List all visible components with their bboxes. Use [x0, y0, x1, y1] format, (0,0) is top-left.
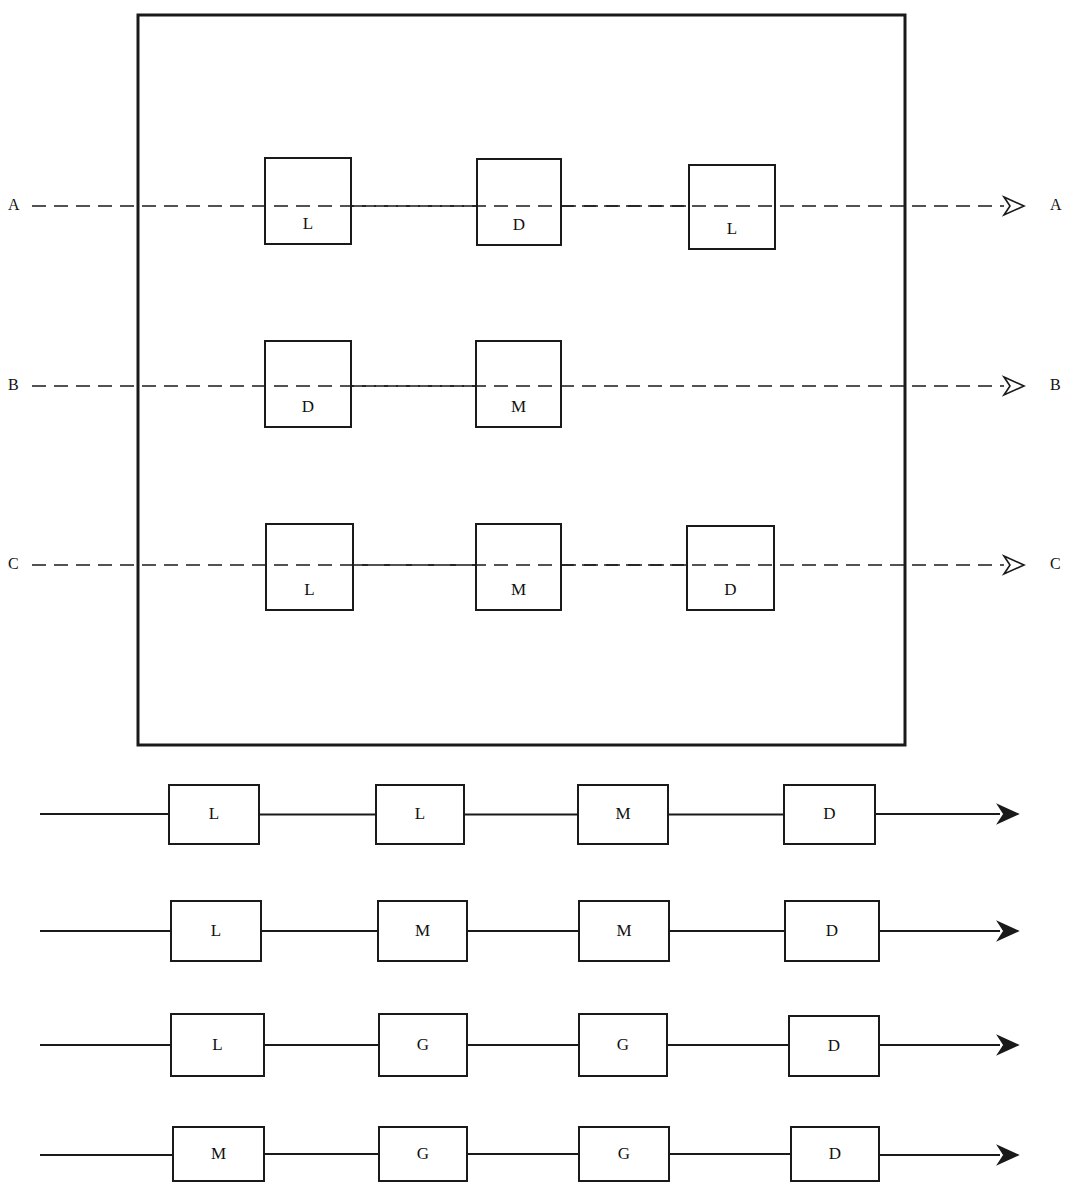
box-letter: M: [211, 1145, 226, 1164]
box-letter: D: [829, 1145, 841, 1164]
box-letter: D: [302, 398, 314, 417]
box-letter: G: [417, 1145, 429, 1164]
dashed-flow-line: [352, 206, 476, 207]
box-letter: L: [209, 805, 219, 824]
department-box: M: [475, 523, 562, 611]
box-letter: D: [826, 922, 838, 941]
box-letter: D: [724, 581, 736, 600]
flow-line: [468, 931, 578, 932]
box-letter: L: [211, 922, 221, 941]
box-letter: M: [415, 922, 430, 941]
department-box: D: [264, 340, 352, 428]
box-letter: D: [823, 805, 835, 824]
flow-line: [670, 931, 784, 932]
flow-line: [265, 1154, 378, 1155]
flow-line: [260, 814, 375, 815]
box-letter: G: [417, 1036, 429, 1055]
line-segment: [40, 814, 1000, 1155]
process-box: D: [784, 900, 880, 962]
route-label: C: [1050, 555, 1061, 573]
flow-line: [265, 1045, 378, 1046]
process-box: G: [578, 1013, 668, 1077]
flow-line: [468, 1154, 578, 1155]
dashed-flow-line: [562, 565, 686, 566]
flow-arrowhead: [1004, 197, 1024, 574]
department-box: D: [686, 525, 775, 611]
process-box: M: [577, 784, 669, 845]
box-letter: L: [415, 805, 425, 824]
plant-boundary: [138, 15, 905, 745]
process-box: D: [790, 1126, 880, 1182]
box-letter: G: [618, 1145, 630, 1164]
route-label: C: [8, 555, 19, 573]
process-box: L: [170, 1013, 265, 1077]
department-box: L: [265, 523, 354, 611]
route-label: B: [1050, 376, 1061, 394]
line-arrowhead: [998, 805, 1018, 1164]
dashed-flow-line: [354, 565, 475, 566]
route-label: A: [8, 196, 20, 214]
box-letter: M: [511, 581, 526, 600]
process-box: M: [172, 1126, 265, 1182]
flow-line: [669, 814, 783, 815]
flow-line: [262, 931, 377, 932]
process-box: M: [578, 900, 670, 962]
dashed-flow-line: [352, 386, 475, 387]
box-letter: M: [616, 922, 631, 941]
process-box: G: [378, 1126, 468, 1182]
process-box: G: [378, 1013, 468, 1077]
department-box: M: [475, 340, 562, 428]
process-box: G: [578, 1126, 670, 1182]
flow-path-dashed: [32, 206, 1004, 565]
box-letter: M: [615, 805, 630, 824]
box-letter: M: [511, 398, 526, 417]
box-letter: L: [303, 215, 313, 234]
process-box: L: [168, 784, 260, 845]
process-box: D: [783, 784, 876, 845]
box-letter: G: [617, 1036, 629, 1055]
flow-line: [670, 1154, 790, 1155]
department-box: D: [476, 158, 562, 246]
box-letter: L: [212, 1036, 222, 1055]
process-box: L: [170, 900, 262, 962]
box-letter: D: [828, 1037, 840, 1056]
process-box: L: [375, 784, 465, 845]
route-label: B: [8, 376, 19, 394]
box-letter: L: [727, 220, 737, 239]
flow-line: [668, 1045, 788, 1046]
flow-line: [465, 814, 577, 815]
flow-line: [468, 1045, 578, 1046]
process-box: D: [788, 1015, 880, 1077]
dashed-flow-line: [562, 206, 688, 207]
department-box: L: [688, 164, 776, 250]
box-letter: L: [304, 581, 314, 600]
process-box: M: [377, 900, 468, 962]
department-box: L: [264, 157, 352, 245]
box-letter: D: [513, 216, 525, 235]
route-label: A: [1050, 196, 1062, 214]
